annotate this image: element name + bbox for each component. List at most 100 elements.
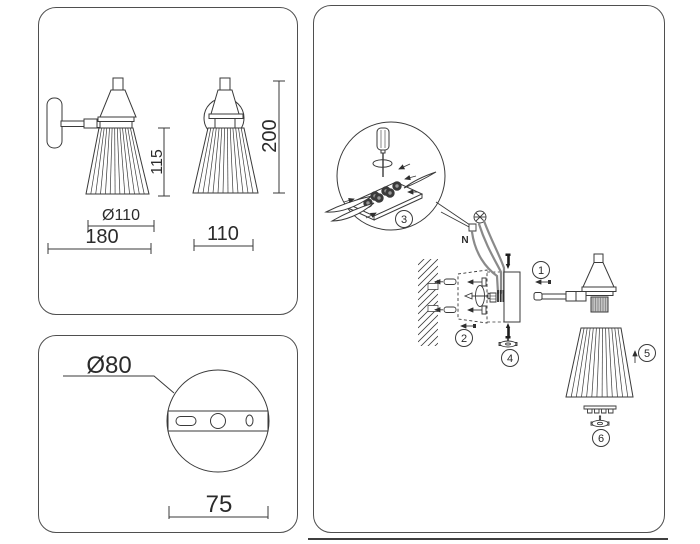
step-3-number: 3 (401, 214, 407, 226)
wire-connector-square (469, 224, 476, 231)
plate-diameter-label: Ø80 (86, 352, 131, 379)
screw-hole (246, 415, 253, 426)
dim-mount-spacing (169, 506, 268, 519)
front-view-lamp (193, 78, 258, 193)
bubble-leader-lines (436, 202, 471, 228)
cone-knob-front (220, 78, 230, 90)
socket-band (100, 122, 132, 129)
wire-neutral (472, 232, 498, 293)
lamp-arm-joint (84, 119, 98, 128)
insert-arrows (344, 164, 418, 218)
terminal-block (326, 164, 436, 221)
dim-total-width (48, 243, 151, 254)
wiring-detail-bubble (326, 122, 445, 230)
step-1-arrow (535, 279, 551, 285)
step-4-number: 4 (507, 353, 513, 365)
shade-pleats (91, 128, 144, 194)
lamp-shade-assembly (566, 328, 633, 397)
socket-lip-front (209, 114, 243, 119)
cone-knob (113, 78, 123, 90)
neutral-wire-label: N (461, 235, 468, 246)
mount-spacing-label: 75 (206, 491, 233, 518)
side-view-lamp (47, 78, 149, 194)
dim-label-shade-height: 115 (149, 149, 166, 175)
fixing-screw-top (505, 253, 511, 269)
backplate-side (504, 272, 520, 322)
step-2-number: 2 (461, 333, 467, 345)
cone-flange (582, 287, 616, 292)
wall-section (418, 245, 438, 370)
terminal-bolt (490, 290, 503, 302)
dimensions-drawing: 115 Ø110 180 200 110 (39, 8, 297, 313)
wire-live (479, 224, 501, 293)
step-4-badge (502, 350, 519, 367)
wall-plate (47, 98, 62, 148)
wire-end-left-2 (332, 203, 374, 221)
step-2-badge (456, 330, 473, 347)
cable-hole (211, 414, 226, 429)
shade-ring (584, 406, 616, 413)
bracket-outline (458, 270, 487, 323)
wire-ground (484, 221, 504, 290)
assembly-panel: 3 (313, 5, 665, 533)
dim-label-shade-diameter: Ø110 (102, 207, 140, 224)
wire-end-right (404, 172, 436, 188)
lamp-body-assembly (534, 254, 616, 312)
diameter-leader-line (63, 376, 174, 393)
dim-total-height (273, 81, 285, 193)
decorative-nut-6 (591, 416, 609, 427)
lamp-cone-assembly (583, 263, 614, 288)
assembly-drawing: 3 (314, 6, 664, 531)
mounting-bracket (458, 270, 504, 323)
threaded-socket (591, 297, 608, 312)
dim-label-front-width: 110 (207, 223, 239, 245)
fixing-screw-bottom (505, 323, 511, 339)
mount-slot (176, 417, 196, 426)
cone-knob-assembly (594, 254, 603, 263)
lamp-shade-side (86, 128, 149, 194)
screwdriver-icon (377, 128, 389, 153)
wall-anchor-top (444, 279, 456, 285)
step-6-number: 6 (598, 433, 604, 445)
dim-label-total-width: 180 (85, 226, 118, 248)
wall-hatching (418, 245, 438, 370)
socket-band-front (215, 119, 235, 129)
dim-front-width (194, 239, 253, 251)
screw-head-top (482, 278, 486, 286)
socket-block (586, 292, 613, 296)
mounting-plate-panel: Ø80 75 (38, 335, 298, 533)
screw-head-bottom (482, 306, 486, 314)
step-5-number: 5 (644, 348, 650, 360)
lamp-arm-shaft (61, 121, 86, 127)
dim-label-total-height: 200 (259, 119, 281, 152)
wall-hole-top (428, 284, 438, 290)
wall-anchor-bottom (444, 307, 456, 313)
step-3-badge (396, 211, 413, 228)
dim-shade-height (158, 128, 170, 196)
bottom-edge-line (308, 538, 668, 540)
mount-plate-bar (168, 411, 268, 431)
dim-shade-diameter (88, 220, 154, 232)
bracket-screws (467, 278, 486, 314)
arm-end-cap (534, 293, 542, 301)
step-5-badge (639, 345, 656, 362)
lamp-cone-front (211, 90, 239, 114)
lamp-cone (100, 90, 136, 117)
decorative-nut-4 (499, 339, 517, 348)
step-6-badge (593, 430, 610, 447)
wall-hole-bottom (428, 306, 438, 312)
step-2-arrow (460, 323, 476, 329)
step-1-badge (533, 262, 550, 279)
step-1-number: 1 (538, 265, 544, 277)
wall-anchors (434, 279, 456, 313)
shade-pleats-assembly (571, 328, 628, 397)
supply-wires (472, 221, 504, 293)
shade-pleats-front (198, 128, 253, 193)
mounting-plate-drawing: Ø80 75 (39, 352, 297, 531)
arm-shaft (542, 294, 566, 299)
ground-screw-icon (474, 211, 486, 223)
dimensions-panel: 115 Ø110 180 200 110 (38, 7, 298, 315)
socket-lip (98, 117, 134, 122)
lamp-shade-front (193, 128, 258, 193)
